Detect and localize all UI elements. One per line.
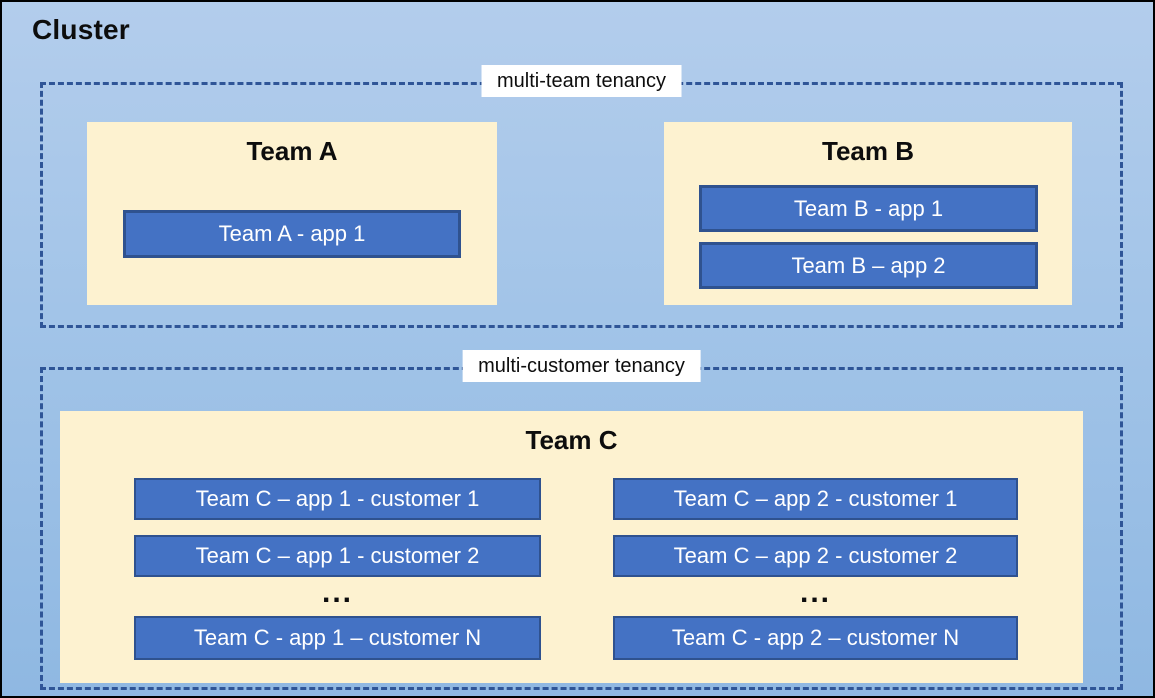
team-c-app2-customer-n-box: Team C - app 2 – customer N xyxy=(613,616,1018,660)
team-c-app2-customer-2-box: Team C – app 2 - customer 2 xyxy=(613,535,1018,577)
team-c-app2-ellipsis: ... xyxy=(799,576,831,609)
multi-customer-tenancy-section: multi-customer tenancy Team C Team C – a… xyxy=(40,350,1123,690)
team-a-panel: Team A Team A - app 1 xyxy=(87,122,497,305)
team-c-app1-customer-1-box: Team C – app 1 - customer 1 xyxy=(134,478,541,520)
team-b-title: Team B xyxy=(822,136,914,166)
team-b-panel: Team B Team B - app 1 Team B – app 2 xyxy=(664,122,1072,305)
team-c-panel: Team C Team C – app 1 - customer 1 Team … xyxy=(60,411,1083,683)
multi-team-tenancy-section: multi-team tenancy Team A Team A - app 1… xyxy=(40,65,1123,328)
team-c-app1-customer-2-box: Team C – app 1 - customer 2 xyxy=(134,535,541,577)
team-a-title: Team A xyxy=(246,136,338,166)
team-c-app1-customer-n-box: Team C - app 1 – customer N xyxy=(134,616,541,660)
team-a-app-1-box: Team A - app 1 xyxy=(123,210,461,258)
cluster-title: Cluster xyxy=(32,14,130,45)
team-c-title: Team C xyxy=(525,425,618,455)
multi-customer-tenancy-label: multi-customer tenancy xyxy=(462,350,701,382)
team-b-app-1-box: Team B - app 1 xyxy=(699,185,1038,232)
team-b-app-2-box: Team B – app 2 xyxy=(699,242,1038,289)
team-c-app1-ellipsis: ... xyxy=(321,576,353,609)
multi-team-tenancy-label: multi-team tenancy xyxy=(481,65,682,97)
team-c-app2-customer-1-box: Team C – app 2 - customer 1 xyxy=(613,478,1018,520)
